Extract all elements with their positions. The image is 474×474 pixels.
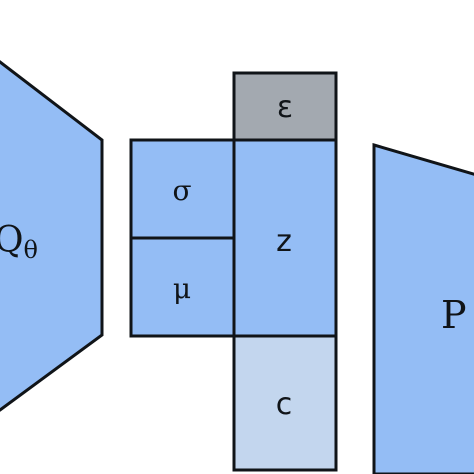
encoder-label: Qθ xyxy=(0,220,38,264)
encoder-label-subscript: θ xyxy=(24,236,38,264)
encoder-label-main: Q xyxy=(0,220,24,261)
sigma-label: σ xyxy=(172,174,191,207)
decoder-shape xyxy=(372,142,474,474)
mu-label: μ xyxy=(173,272,191,305)
sigma-block xyxy=(129,138,236,240)
z-label: z xyxy=(276,224,292,259)
decoder-label: P xyxy=(441,293,467,337)
epsilon-label: ε xyxy=(277,90,293,125)
c-block xyxy=(232,334,338,472)
c-label: c xyxy=(276,387,293,422)
encoder-shape xyxy=(0,60,104,412)
z-block xyxy=(232,138,338,338)
mu-block xyxy=(129,236,236,338)
